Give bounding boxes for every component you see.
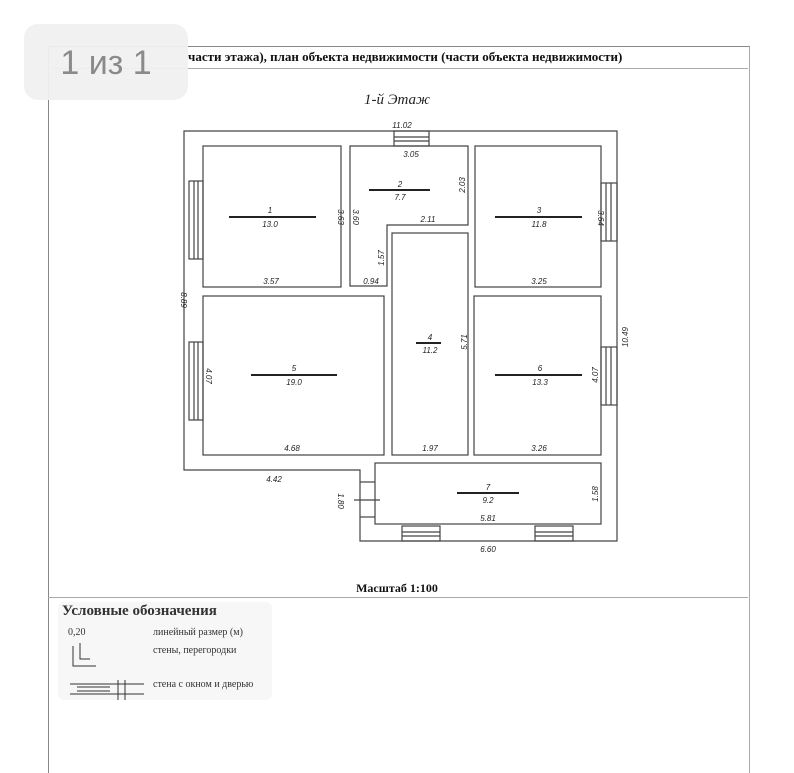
dim-right: 10.49 bbox=[621, 326, 630, 347]
divider bbox=[48, 597, 748, 598]
room-6-number: 6 bbox=[538, 364, 543, 373]
scale-label: Масштаб 1:100 bbox=[356, 581, 438, 595]
dim-r7-right: 1.58 bbox=[591, 486, 600, 502]
room-3-number: 3 bbox=[537, 206, 542, 215]
page-counter-label: 1 из 1 bbox=[60, 44, 152, 82]
dim-r7-bottom: 5.81 bbox=[480, 514, 496, 523]
dim-r3-right: 3.64 bbox=[596, 210, 605, 226]
dim-step-bottom: 4.42 bbox=[266, 475, 282, 484]
legend-item-window-door: стена с окном и дверью bbox=[153, 679, 254, 690]
dim-r1-right: 3.63 bbox=[336, 209, 345, 225]
dim-left: 8.89 bbox=[179, 292, 188, 308]
dim-bottom: 6.60 bbox=[480, 545, 496, 554]
dim-r6-right: 4.07 bbox=[591, 367, 600, 383]
dim-step-side: 1.80 bbox=[336, 493, 345, 509]
dim-r2-right: 2.03 bbox=[458, 177, 467, 194]
room-5-number: 5 bbox=[292, 364, 297, 373]
windows bbox=[188, 130, 618, 542]
dim-r3-bottom: 3.25 bbox=[531, 277, 547, 286]
dim-r1-bottom: 3.57 bbox=[263, 277, 279, 286]
room-2 bbox=[349, 145, 469, 287]
outer-wall bbox=[183, 130, 618, 542]
room-6-area: 13.3 bbox=[532, 378, 548, 387]
room-1-area: 13.0 bbox=[262, 220, 278, 229]
room-7-number: 7 bbox=[486, 483, 491, 492]
legend-item-dimension: линейный размер (м) bbox=[153, 627, 243, 638]
room-7-area: 9.2 bbox=[482, 496, 494, 505]
page-counter: 1 из 1 bbox=[24, 24, 188, 100]
dim-r5-bottom: 4.68 bbox=[284, 444, 300, 453]
dim-r4-bottom: 1.97 bbox=[422, 444, 438, 453]
dim-r2-left: 3.60 bbox=[351, 209, 360, 225]
document-header: части этажа), план объекта недвижимости … bbox=[188, 49, 623, 64]
dim-r2-step: 1.57 bbox=[377, 250, 386, 266]
dim-r5-left: 4.07 bbox=[204, 368, 213, 384]
floor-title: 1-й Этаж bbox=[363, 92, 431, 108]
dim-r4-right: 5.71 bbox=[460, 334, 469, 350]
dim-r2-inner: 2.11 bbox=[420, 215, 436, 224]
dim-r2-top: 3.05 bbox=[403, 150, 419, 159]
document-page bbox=[48, 46, 750, 773]
room-7 bbox=[374, 462, 602, 525]
room-4 bbox=[391, 232, 469, 456]
legend-sample-dim: 0,20 bbox=[68, 627, 86, 638]
legend-item-walls: стены, перегородки bbox=[153, 645, 237, 656]
dim-r2-bottom: 0.94 bbox=[363, 277, 379, 286]
room-2-area: 7.7 bbox=[394, 193, 406, 202]
room-1-number: 1 bbox=[268, 206, 272, 215]
legend-title: Условные обозначения bbox=[62, 603, 217, 619]
room-5-area: 19.0 bbox=[286, 378, 302, 387]
dim-r6-bottom: 3.26 bbox=[531, 444, 547, 453]
room-4-area: 11.2 bbox=[423, 346, 439, 355]
room-4-number: 4 bbox=[428, 333, 433, 342]
room-3-area: 11.8 bbox=[532, 220, 548, 229]
header-row bbox=[48, 46, 748, 69]
room-2-number: 2 bbox=[397, 180, 403, 189]
dim-top: 11.02 bbox=[392, 121, 412, 130]
